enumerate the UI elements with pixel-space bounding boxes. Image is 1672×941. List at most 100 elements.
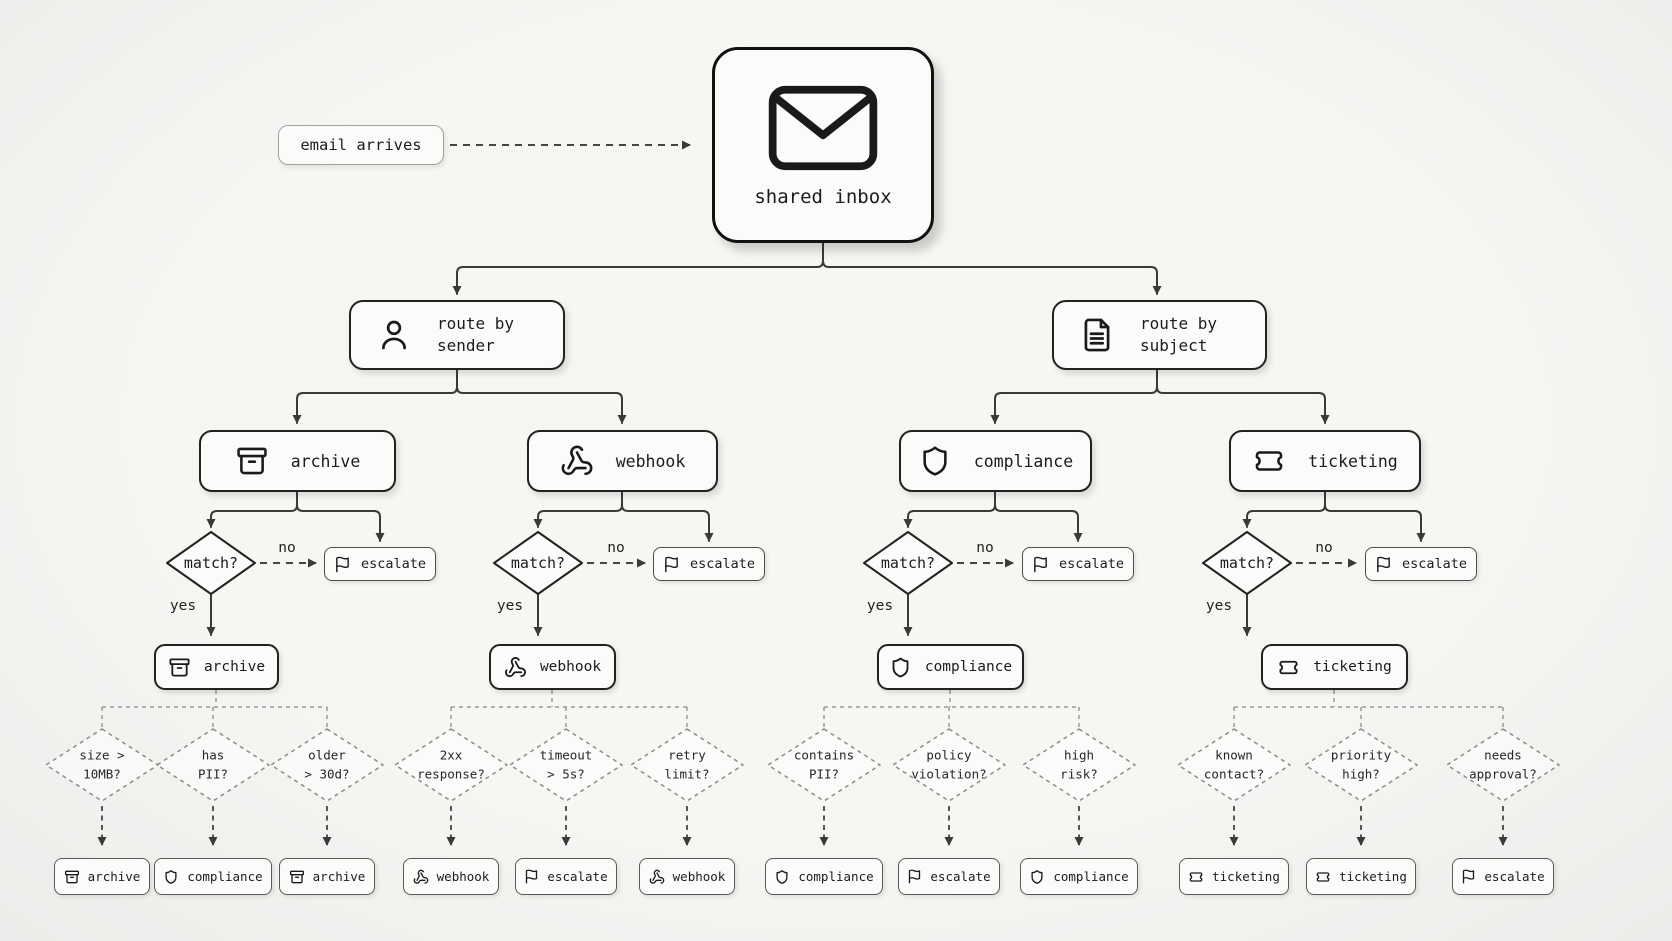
leaf-label: ticketing bbox=[1212, 869, 1280, 884]
no-edge-label: no bbox=[278, 540, 296, 556]
yes-edge-label: yes bbox=[169, 598, 197, 614]
condition-line2: > 5s? bbox=[547, 766, 585, 781]
flag-icon bbox=[665, 556, 678, 572]
document-icon bbox=[1084, 318, 1110, 352]
condition-label: size > 10MB? bbox=[79, 746, 124, 784]
condition-line2: contact? bbox=[1203, 766, 1265, 781]
leaf-label: archive bbox=[87, 869, 141, 884]
condition-line1: known bbox=[1215, 747, 1253, 763]
leaf-node-compliance: compliance bbox=[765, 858, 883, 895]
action-node-compliance: compliance bbox=[899, 430, 1092, 492]
condition-line1: retry bbox=[668, 747, 706, 763]
shield-icon bbox=[892, 657, 909, 677]
leaf-label: compliance bbox=[798, 869, 874, 884]
archive-icon bbox=[236, 447, 267, 475]
condition-line2: > 30d? bbox=[304, 766, 350, 781]
condition-line1: 2xx bbox=[439, 747, 463, 763]
yes-action-node-archive: archive bbox=[154, 644, 279, 690]
shield-icon bbox=[776, 869, 788, 884]
condition-line1: priority bbox=[1330, 747, 1392, 763]
leaf-node-archive: archive bbox=[54, 858, 150, 895]
match-diamond-label: match? bbox=[1219, 554, 1275, 572]
root-node-label: shared inbox bbox=[754, 186, 892, 208]
no-edge-label: no bbox=[607, 540, 625, 556]
condition-line2: PII? bbox=[197, 766, 229, 781]
leaf-node-escalate: escalate bbox=[898, 858, 1000, 895]
leaf-node-webhook: webhook bbox=[639, 858, 735, 895]
edge-archive-to-escalate bbox=[296, 491, 385, 542]
router-label-line1: route by bbox=[437, 313, 515, 333]
condition-line2: limit? bbox=[664, 766, 710, 781]
condition-label: 2xx response? bbox=[417, 746, 485, 784]
action-node-archive: archive bbox=[199, 430, 396, 492]
condition-label: older > 30d? bbox=[304, 746, 349, 784]
escalate-node: escalate bbox=[1022, 547, 1134, 581]
condition-line1: contains bbox=[793, 747, 855, 763]
yes-action-node-ticketing: ticketing bbox=[1261, 644, 1408, 690]
edge-sender-to-webhook bbox=[456, 369, 627, 424]
flag-icon bbox=[1463, 869, 1475, 884]
leaf-node-escalate: escalate bbox=[1452, 858, 1554, 895]
router-label-line1: route by bbox=[1140, 313, 1218, 333]
archive-icon bbox=[289, 870, 304, 883]
escalate-label: escalate bbox=[1401, 556, 1468, 572]
ticket-icon bbox=[1189, 871, 1203, 882]
condition-label: high risk? bbox=[1060, 746, 1098, 784]
flag-icon bbox=[909, 869, 921, 884]
envelope-icon bbox=[768, 85, 878, 171]
yes-action-label: webhook bbox=[539, 659, 602, 675]
webhook-icon bbox=[561, 445, 593, 476]
router-node-label: route by subject bbox=[1140, 313, 1217, 358]
condition-line2: violation? bbox=[911, 766, 987, 781]
start-node-email-arrives: email arrives bbox=[278, 125, 444, 165]
edge-compliance-to-escalate bbox=[994, 491, 1083, 542]
edge-subject-to-ticketing bbox=[1156, 369, 1330, 424]
leaf-label: escalate bbox=[1484, 869, 1545, 884]
edge-root-to-sender bbox=[452, 242, 824, 295]
leaf-node-escalate: escalate bbox=[515, 858, 617, 895]
leaf-label: compliance bbox=[1053, 869, 1129, 884]
escalate-label: escalate bbox=[360, 556, 427, 572]
flag-icon bbox=[336, 556, 349, 572]
condition-line2: PII? bbox=[808, 766, 840, 781]
leaf-label: escalate bbox=[547, 869, 608, 884]
tree-edge-ticketing bbox=[1233, 690, 1504, 727]
condition-tree-edges bbox=[101, 690, 1504, 727]
leaf-node-compliance: compliance bbox=[154, 858, 272, 895]
leaf-label: webhook bbox=[672, 869, 726, 884]
shield-icon bbox=[165, 869, 177, 884]
yes-edge-label: yes bbox=[1205, 598, 1233, 614]
match-diamond-label: match? bbox=[510, 554, 566, 572]
condition-line2: approval? bbox=[1469, 766, 1537, 781]
tree-edge-compliance bbox=[823, 690, 1080, 727]
escalate-label: escalate bbox=[689, 556, 756, 572]
escalate-node: escalate bbox=[1365, 547, 1477, 581]
yes-action-label: ticketing bbox=[1313, 659, 1392, 675]
condition-line2: high? bbox=[1342, 766, 1380, 781]
yes-edge-label: yes bbox=[866, 598, 894, 614]
leaf-label: webhook bbox=[436, 869, 490, 884]
yes-action-node-webhook: webhook bbox=[489, 644, 616, 690]
person-icon bbox=[382, 320, 406, 350]
router-node-subject: route by subject bbox=[1052, 300, 1267, 370]
flag-icon bbox=[1377, 556, 1390, 572]
shield-icon bbox=[923, 446, 947, 476]
ticket-icon bbox=[1316, 871, 1330, 882]
action-node-webhook: webhook bbox=[527, 430, 718, 492]
edge-archive-to-match bbox=[206, 491, 298, 528]
edge-webhook-to-escalate bbox=[621, 491, 714, 542]
edge-compliance-to-match bbox=[903, 491, 996, 528]
condition-result-edges bbox=[97, 806, 1508, 846]
ticket-icon bbox=[1279, 660, 1298, 674]
escalate-node: escalate bbox=[324, 547, 436, 581]
yes-action-label: archive bbox=[203, 659, 266, 675]
action-node-label: ticketing bbox=[1308, 451, 1398, 471]
leaf-label: ticketing bbox=[1339, 869, 1407, 884]
action-node-label: compliance bbox=[973, 451, 1074, 471]
edge-webhook-to-match bbox=[533, 491, 623, 528]
escalate-label: escalate bbox=[1058, 556, 1125, 572]
edge-root-to-subject bbox=[822, 242, 1162, 295]
action-node-label: webhook bbox=[615, 451, 686, 471]
yes-action-node-compliance: compliance bbox=[877, 644, 1024, 690]
